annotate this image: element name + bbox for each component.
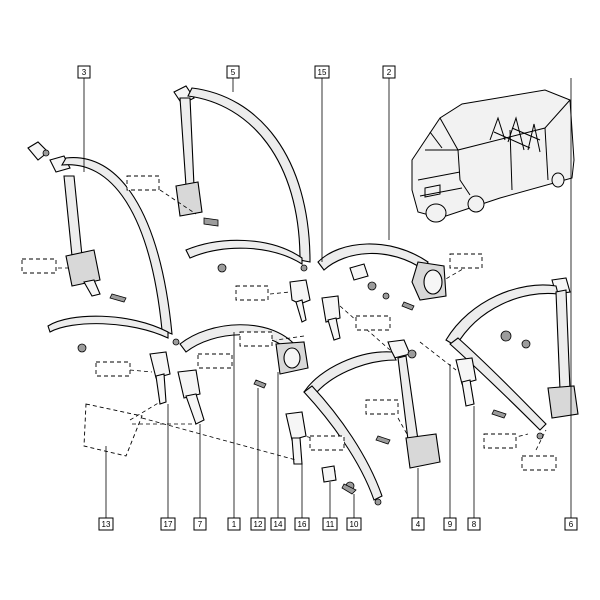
callout-14-label: 14	[274, 520, 283, 529]
callout-2-label: 2	[387, 68, 392, 77]
callout-15-label: 15	[318, 68, 327, 77]
callout-6: 6	[564, 517, 578, 531]
callout-4-label: 4	[416, 520, 421, 529]
buckle-16	[285, 411, 307, 441]
callout-10-label: 10	[350, 520, 359, 529]
nut-11	[321, 465, 337, 483]
bolt-10	[341, 483, 357, 495]
callout-16: 16	[294, 517, 310, 531]
retractor-4	[405, 433, 441, 469]
callout-12-label: 12	[254, 520, 263, 529]
leader-lines	[83, 78, 572, 518]
callout-6-label: 6	[569, 520, 574, 529]
callout-1: 1	[227, 517, 241, 531]
callout-16-label: 16	[298, 520, 307, 529]
belt-assembly-6	[445, 277, 579, 440]
buckle-8	[455, 357, 477, 385]
buckle-17	[149, 351, 171, 379]
belt-assembly-2	[317, 243, 447, 311]
callout-1-label: 1	[232, 520, 237, 529]
van-illustration	[411, 89, 575, 223]
placeholder-labels	[21, 175, 557, 471]
callout-9: 9	[443, 517, 457, 531]
callout-17: 17	[160, 517, 176, 531]
callout-5: 5	[226, 65, 240, 79]
bolt-3	[109, 293, 127, 303]
belt-assembly-3	[27, 141, 180, 353]
callout-13-label: 13	[102, 520, 111, 529]
callout-8-label: 8	[472, 520, 477, 529]
callout-13: 13	[98, 517, 114, 531]
callout-11: 11	[322, 517, 338, 531]
callout-17-label: 17	[164, 520, 173, 529]
buckle-7	[177, 369, 201, 399]
belt-assembly-5	[173, 85, 311, 273]
callout-8: 8	[467, 517, 481, 531]
retractor-6	[547, 385, 579, 419]
callout-3-label: 3	[82, 68, 87, 77]
callout-9-label: 9	[448, 520, 453, 529]
callout-4: 4	[411, 517, 425, 531]
callout-14: 14	[270, 517, 286, 531]
belt-assembly-1	[179, 324, 309, 389]
callout-3: 3	[77, 65, 91, 79]
callout-12: 12	[250, 517, 266, 531]
retractor-3	[65, 249, 101, 287]
buckle-15b	[321, 295, 341, 323]
retractor-5	[175, 181, 203, 217]
buckle-15	[289, 279, 311, 305]
callout-7-label: 7	[198, 520, 203, 529]
callout-11-label: 11	[326, 520, 335, 529]
callout-5-label: 5	[231, 68, 236, 77]
callout-2: 2	[382, 65, 396, 79]
callout-15: 15	[314, 65, 330, 79]
callout-10: 10	[346, 517, 362, 531]
cap-9	[407, 349, 417, 359]
callout-7: 7	[193, 517, 207, 531]
